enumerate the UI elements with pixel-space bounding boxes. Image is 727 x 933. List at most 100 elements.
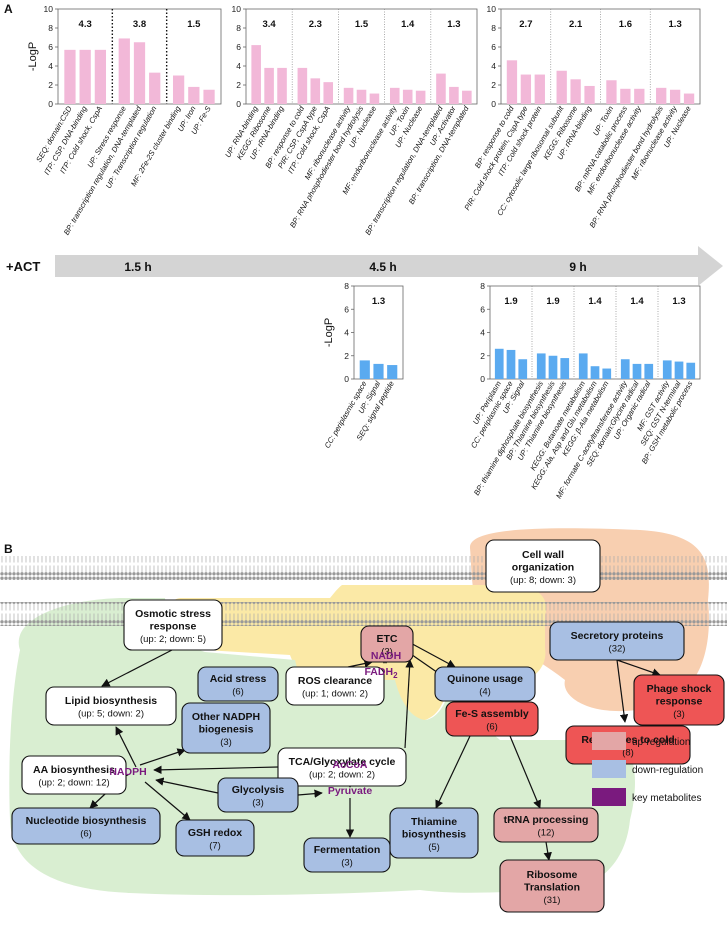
node-count: (up: 2; down: 12) <box>38 778 109 789</box>
enrichment-score: 1.6 <box>619 19 632 30</box>
bar <box>518 359 528 379</box>
node-count: (3) <box>252 798 264 809</box>
enrichment-score: 1.4 <box>401 19 415 30</box>
bar <box>683 93 695 104</box>
bar <box>79 49 91 104</box>
bar <box>188 86 200 104</box>
bar <box>462 90 472 104</box>
y-tick-label: 0 <box>491 99 496 109</box>
enrichment-score: 1.3 <box>372 296 385 307</box>
bar <box>356 89 367 104</box>
y-axis-label: -LogP <box>323 318 335 347</box>
node-title: Osmotic stress <box>135 608 211 620</box>
y-tick-label: 0 <box>236 99 241 109</box>
node-title: Fermentation <box>314 844 381 856</box>
bar <box>602 368 612 379</box>
edge-secretory-to-cold <box>616 659 629 723</box>
node-tca: TCA/Glyoxylate cycle(up: 2; down: 2) <box>277 747 407 787</box>
y-tick-label: 8 <box>236 23 241 33</box>
bar <box>644 363 654 379</box>
node-title: GSH redox <box>188 827 242 839</box>
enrichment-score: 1.5 <box>355 19 369 30</box>
y-tick-label: 8 <box>480 281 485 291</box>
node-count: (4) <box>479 687 491 698</box>
y-tick-label: 0 <box>48 99 53 109</box>
node-count: (6) <box>80 829 92 840</box>
node-count: (3) <box>381 647 393 658</box>
y-tick-label: 2 <box>344 351 349 361</box>
node-box <box>181 702 271 754</box>
metabolism-zone <box>9 598 636 896</box>
edge-fes-to-trna <box>509 735 541 809</box>
node-lipid: Lipid biosynthesis(up: 5; down: 2) <box>45 686 177 726</box>
y-tick-label: 8 <box>491 23 496 33</box>
bar <box>520 74 532 104</box>
bar <box>506 60 518 104</box>
node-title: Phage shock <box>647 683 712 695</box>
bar <box>149 72 161 104</box>
node-nucleotide: Nucleotide biosynthesis(6) <box>11 807 161 845</box>
enrichment-score: 1.9 <box>504 296 517 307</box>
bar <box>656 87 667 104</box>
y-tick-label: 8 <box>344 281 349 291</box>
bar <box>620 359 630 379</box>
bar <box>343 87 354 104</box>
metabolite-pyruvate: Pyruvate <box>328 785 373 797</box>
y-tick-label: 6 <box>491 42 496 52</box>
legend-swatch-key <box>592 788 626 806</box>
node-title: response <box>656 695 703 707</box>
y-tick-label: 6 <box>236 42 241 52</box>
node-box <box>217 777 299 813</box>
y-tick-label: 6 <box>48 42 53 52</box>
bar <box>494 348 504 379</box>
bar <box>632 363 642 379</box>
timepoint-3: 9 h <box>569 260 586 274</box>
node-box <box>11 807 161 845</box>
y-axis-label: -LogP <box>27 42 39 71</box>
node-title: Lipid biosynthesis <box>65 695 157 707</box>
node-box <box>445 701 539 737</box>
node-fes: Fe-S assembly(6) <box>445 701 539 737</box>
bar <box>674 361 684 379</box>
node-fermentation: Fermentation(3) <box>303 837 391 873</box>
edge-tca-to-nadph <box>153 765 279 775</box>
bar <box>277 67 287 104</box>
node-box <box>434 666 536 702</box>
node-count: (6) <box>486 722 498 733</box>
edge-osmotic-to-lipid <box>101 649 173 687</box>
legend-swatch-up <box>592 732 626 750</box>
bar <box>556 70 567 104</box>
enrichment-score: 1.4 <box>630 296 644 307</box>
node-box <box>277 747 407 787</box>
y-tick-label: 2 <box>48 80 53 90</box>
timeline-arrow <box>55 246 723 286</box>
bar <box>264 67 274 104</box>
edge-nadph-to-gsh <box>144 781 191 821</box>
node-title: ETC <box>377 633 398 645</box>
node-count: (up: 2; down: 5) <box>140 634 206 645</box>
node-trna: tRNA processing(12) <box>493 807 599 843</box>
y-tick-label: 10 <box>232 4 242 14</box>
bar <box>94 49 107 104</box>
bar <box>570 79 581 104</box>
edge-nadph-to-lipid <box>115 726 137 768</box>
timepoint-2: 4.5 h <box>369 260 396 274</box>
y-tick-label: 2 <box>491 80 496 90</box>
node-box <box>45 686 177 726</box>
bar <box>310 78 321 104</box>
bar <box>389 87 400 104</box>
enrichment-score: 4.3 <box>79 19 92 30</box>
bar <box>669 89 681 104</box>
node-count: (7) <box>209 841 221 852</box>
node-title: organization <box>512 561 574 573</box>
node-title: Other NADPH <box>192 711 260 723</box>
bar <box>373 363 384 379</box>
